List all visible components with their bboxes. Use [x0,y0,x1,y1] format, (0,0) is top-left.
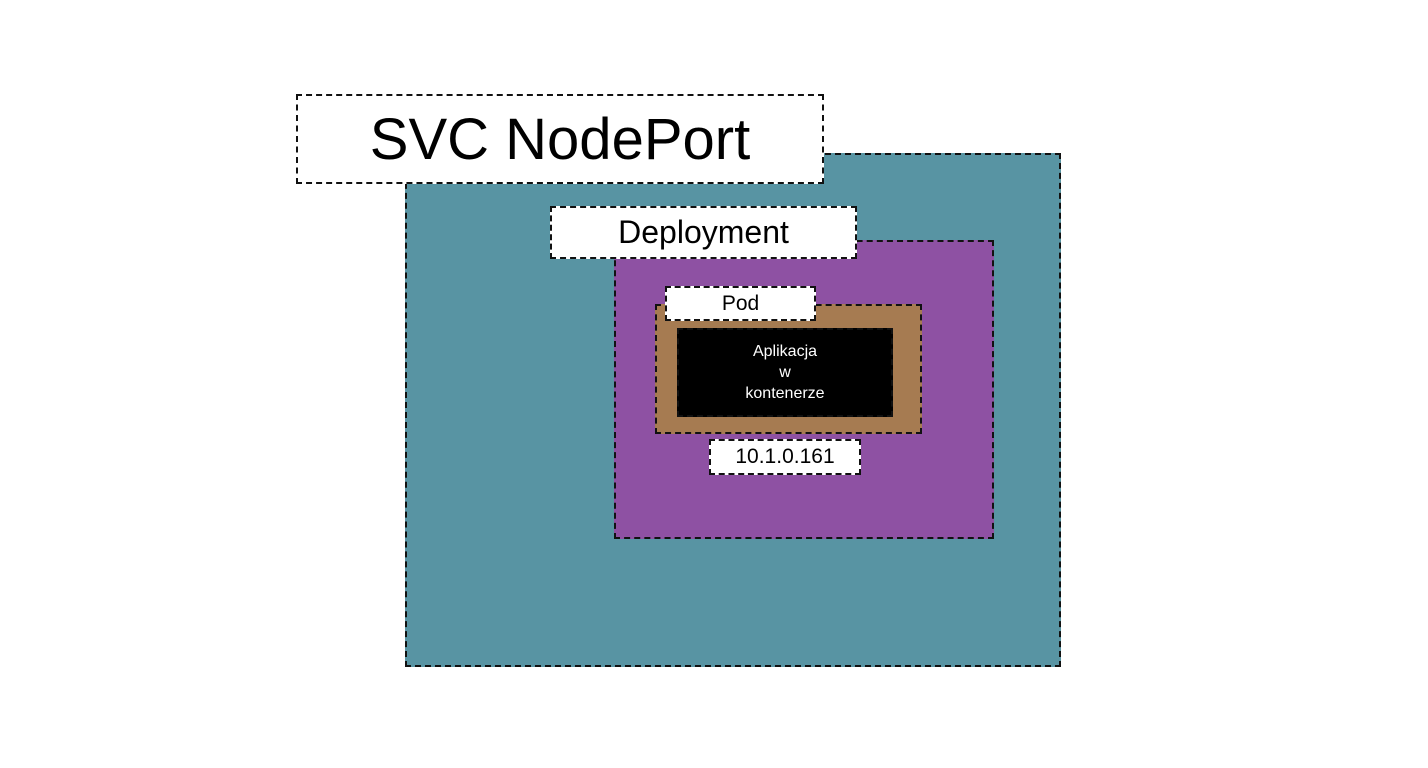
container-line-2: w [779,364,791,381]
container-box: Aplikacja w kontenerze [677,328,893,417]
svc-nodeport-label: SVC NodePort [296,94,824,184]
pod-ip-label: 10.1.0.161 [709,439,861,475]
pod-ip-text: 10.1.0.161 [735,445,835,468]
svc-nodeport-text: SVC NodePort [369,106,751,172]
container-line-1: Aplikacja [752,343,818,360]
deployment-text: Deployment [618,214,789,250]
pod-label: Pod [665,286,816,321]
deployment-label: Deployment [550,206,857,259]
pod-text: Pod [721,291,760,315]
container-line-3: kontenerze [745,385,825,402]
